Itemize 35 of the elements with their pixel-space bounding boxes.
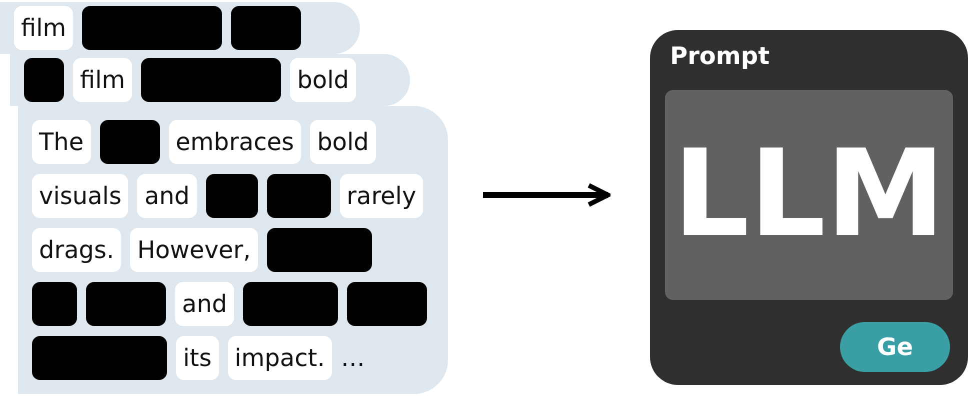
word-token: However, — [130, 228, 258, 272]
word-token: bold — [290, 58, 356, 102]
word-token: its — [176, 336, 219, 380]
text-card — [0, 2, 360, 54]
redacted-token — [32, 282, 77, 326]
redacted-token — [100, 120, 160, 164]
word-token: and — [175, 282, 234, 326]
word-token: rarely — [340, 174, 424, 218]
redacted-token — [82, 6, 222, 50]
word-token: film — [73, 58, 132, 102]
word-token: The — [32, 120, 91, 164]
redacted-token — [32, 336, 167, 380]
word-token: film — [14, 6, 74, 50]
word-token: embraces — [168, 120, 302, 164]
word-token: bold — [310, 120, 376, 164]
redacted-token — [266, 174, 331, 218]
redacted-token — [206, 174, 258, 218]
redacted-token — [24, 58, 64, 102]
llm-display: LLM — [665, 90, 953, 300]
redacted-token — [243, 282, 338, 326]
redacted-token — [347, 282, 428, 326]
panel-title: Prompt — [670, 42, 770, 70]
word-token: and — [137, 174, 197, 218]
redacted-token — [231, 6, 302, 50]
word-token: drags. — [32, 228, 122, 272]
redacted-token — [266, 228, 372, 272]
prompt-panel — [650, 30, 968, 385]
text-card — [18, 106, 448, 394]
action-button: Ge — [840, 322, 950, 372]
redacted-token — [86, 282, 166, 326]
arrow — [483, 183, 610, 207]
ellipsis-text: … — [340, 343, 365, 374]
word-token: impact. — [228, 336, 332, 380]
word-token: visuals — [32, 174, 128, 218]
redacted-token — [141, 58, 282, 102]
